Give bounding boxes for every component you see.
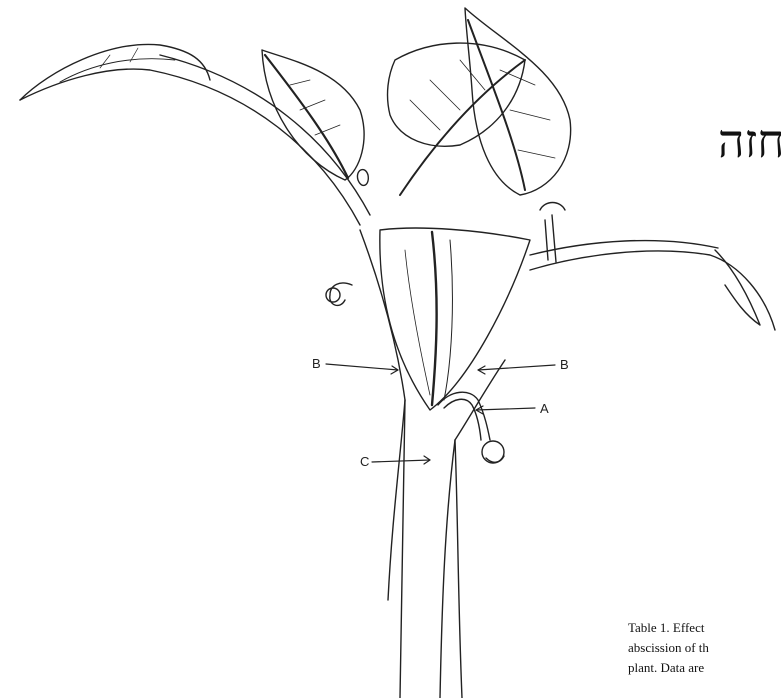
arrows bbox=[326, 364, 555, 464]
table-caption: Table 1. Effect abscission of th plant. … bbox=[628, 618, 781, 678]
label-c: C bbox=[360, 455, 369, 468]
arrow-c bbox=[372, 460, 430, 462]
hooked-bud bbox=[438, 392, 504, 463]
label-a: A bbox=[540, 402, 549, 415]
caption-line-3: plant. Data are bbox=[628, 658, 781, 678]
hebrew-heading-fragment: חזה bbox=[718, 118, 781, 164]
top-left-leaf bbox=[262, 50, 364, 180]
top-right-leaf bbox=[465, 8, 571, 195]
right-branch bbox=[530, 203, 775, 331]
caption-line-2: abscission of th bbox=[628, 638, 781, 658]
arrow-b-right bbox=[478, 365, 555, 370]
label-b-left: B bbox=[312, 357, 321, 370]
left-bud bbox=[326, 170, 368, 306]
label-b-right: B bbox=[560, 358, 569, 371]
main-stem bbox=[360, 230, 505, 698]
arrow-a bbox=[476, 408, 535, 410]
caption-line-1: Table 1. Effect bbox=[628, 618, 781, 638]
arrow-b-left bbox=[326, 364, 398, 370]
left-branch bbox=[20, 44, 370, 225]
